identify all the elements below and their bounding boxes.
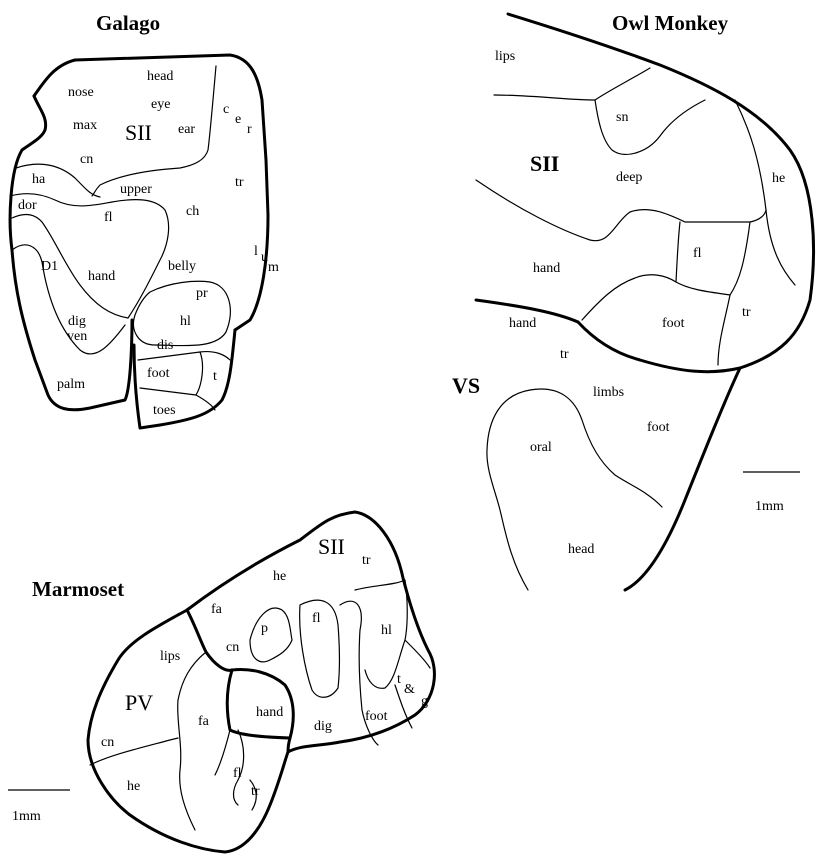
owl-monkey-label-foot2: foot xyxy=(647,420,670,435)
galago-label-r: r xyxy=(247,122,252,137)
marmoset-label-hl: hl xyxy=(381,623,392,638)
marmoset-label-tr1: tr xyxy=(362,553,371,568)
marmoset-label-foot: foot xyxy=(365,709,388,724)
marmoset-outline xyxy=(187,512,434,752)
owl-monkey-area-vs: VS xyxy=(452,373,480,398)
galago-label-m: m xyxy=(268,260,279,275)
galago-label-upper: upper xyxy=(120,182,152,197)
owl-monkey-border xyxy=(676,222,750,295)
owl-monkey-label-tr2: tr xyxy=(560,347,569,362)
marmoset-label-he1: he xyxy=(273,569,286,584)
owl-monkey-label-head: head xyxy=(568,542,594,557)
marmoset-label-tr2: tr xyxy=(251,784,260,799)
marmoset-title: Marmoset xyxy=(32,577,124,601)
marmoset-scale-label: 1mm xyxy=(12,809,41,824)
galago-title: Galago xyxy=(96,11,160,35)
owl-monkey-vs-border xyxy=(487,390,530,590)
owl-monkey-label-fl: fl xyxy=(693,246,702,261)
owl-monkey-label-hand1: hand xyxy=(533,261,560,276)
marmoset-border xyxy=(215,730,230,775)
owl-monkey-label-he: he xyxy=(772,171,785,186)
marmoset-label-cn1: cn xyxy=(226,640,239,655)
marmoset-label-dig: dig xyxy=(314,719,332,734)
marmoset-label-fa2: fa xyxy=(198,714,210,729)
galago-label-max: max xyxy=(73,118,97,133)
marmoset-label-p: p xyxy=(261,621,268,636)
galago-label-d1: D1 xyxy=(41,259,58,274)
owl-monkey-label-oral: oral xyxy=(530,440,552,455)
marmoset-area-pv: PV xyxy=(125,690,153,715)
galago-label-dig: dig xyxy=(68,314,86,329)
marmoset-label-t: t xyxy=(397,672,401,687)
galago-label-u: u xyxy=(261,250,268,265)
owl-monkey-border xyxy=(494,68,650,100)
galago-label-dis: dis xyxy=(157,338,173,353)
marmoset-label-amp: & xyxy=(404,682,415,697)
galago-label-eye: eye xyxy=(151,97,170,112)
galago-border xyxy=(92,66,216,196)
marmoset-label-fa1: fa xyxy=(211,602,223,617)
owl-monkey-label-lips: lips xyxy=(495,49,515,64)
marmoset-area-sii: SII xyxy=(318,534,345,559)
galago-label-e: e xyxy=(235,112,241,127)
owl-monkey-border xyxy=(582,275,676,320)
owl-monkey-label-limbs: limbs xyxy=(593,385,624,400)
galago-label-nose: nose xyxy=(68,85,94,100)
owl-monkey-label-sn: sn xyxy=(616,110,628,125)
galago-label-hl: hl xyxy=(180,314,191,329)
galago-outline-left xyxy=(10,96,132,410)
galago-label-c: c xyxy=(223,102,229,117)
marmoset-label-hand: hand xyxy=(256,705,283,720)
galago-label-tr: tr xyxy=(235,175,244,190)
owl-monkey-border xyxy=(476,180,766,241)
owl-monkey-outline-stem xyxy=(625,368,740,590)
galago-label-belly: belly xyxy=(168,259,196,274)
marmoset-border xyxy=(178,652,206,830)
galago-label-l: l xyxy=(254,244,258,259)
owl-monkey-border xyxy=(595,100,705,154)
galago-label-t: t xyxy=(213,369,217,384)
marmoset-label-g: g xyxy=(421,694,428,709)
marmoset-label-lips: lips xyxy=(160,649,180,664)
marmoset-label-he2: he xyxy=(127,779,140,794)
marmoset-border xyxy=(234,780,239,805)
owl-monkey-label-deep: deep xyxy=(616,170,642,185)
galago-label-ear: ear xyxy=(178,122,195,137)
marmoset-label-cn2: cn xyxy=(101,735,114,750)
marmoset-map: Marmoset SII tr he fa p fl hl cn lips t … xyxy=(8,512,434,852)
galago-label-ch: ch xyxy=(186,204,199,219)
galago-label-ha: ha xyxy=(32,172,46,187)
galago-label-palm: palm xyxy=(57,377,85,392)
owl-monkey-label-tr1: tr xyxy=(742,305,751,320)
owl-monkey-title: Owl Monkey xyxy=(612,11,729,35)
galago-label-cn: cn xyxy=(80,152,93,167)
galago-label-dor: dor xyxy=(18,198,37,213)
galago-border xyxy=(16,164,100,197)
galago-label-ven: ven xyxy=(67,329,87,344)
marmoset-label-fl2: fl xyxy=(233,766,242,781)
marmoset-label-fl1: fl xyxy=(312,611,321,626)
owl-monkey-scale-label: 1mm xyxy=(755,499,784,514)
owl-monkey-area-sii: SII xyxy=(530,151,559,176)
galago-label-pr: pr xyxy=(196,286,208,301)
owl-monkey-border xyxy=(718,295,730,365)
galago-map: Galago head nose eye c e r max SII ear c… xyxy=(10,11,279,428)
galago-border xyxy=(12,215,128,318)
owl-monkey-outline xyxy=(508,14,813,372)
owl-monkey-map: Owl Monkey lips sn SII deep he fl hand t… xyxy=(452,11,813,590)
galago-label-fl: fl xyxy=(104,210,113,225)
galago-label-foot: foot xyxy=(147,366,170,381)
galago-label-hand: hand xyxy=(88,269,115,284)
owl-monkey-label-hand2: hand xyxy=(509,316,536,331)
galago-label-head: head xyxy=(147,69,173,84)
owl-monkey-label-foot1: foot xyxy=(662,316,685,331)
galago-area-sii: SII xyxy=(125,120,152,145)
galago-border xyxy=(200,352,230,360)
galago-label-toes: toes xyxy=(153,403,176,418)
marmoset-border xyxy=(250,608,292,662)
